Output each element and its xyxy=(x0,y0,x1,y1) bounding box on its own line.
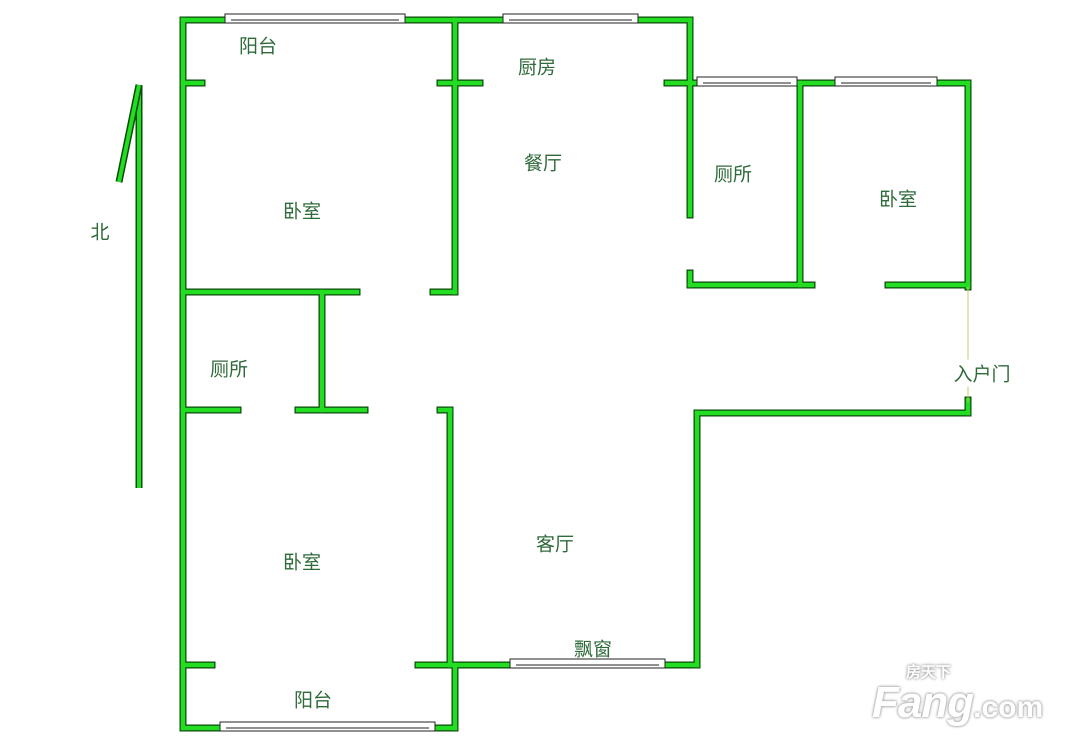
room-label-dining-room: 餐厅 xyxy=(523,152,563,175)
windows xyxy=(219,13,938,732)
window xyxy=(834,76,938,87)
north-arrow-icon xyxy=(115,84,143,488)
window xyxy=(219,721,436,732)
window xyxy=(224,13,406,24)
watermark-chinese: 房天下 xyxy=(906,664,952,681)
window xyxy=(509,658,666,669)
watermark-suffix: .com xyxy=(973,691,1044,724)
room-label-bathroom-east: 厕所 xyxy=(713,163,753,186)
room-label-living-room: 客厅 xyxy=(535,533,575,556)
room-label-bedroom-southwest: 卧室 xyxy=(282,551,322,574)
room-label-balcony-north: 阳台 xyxy=(238,35,278,58)
bay-window-label: 飘窗 xyxy=(573,638,613,661)
room-label-balcony-south: 阳台 xyxy=(293,689,333,712)
room-label-bedroom-east: 卧室 xyxy=(878,188,918,211)
watermark-brand: Fang xyxy=(872,678,974,727)
watermark-wordmark: Fang.com xyxy=(872,681,1043,735)
north-label: 北 xyxy=(90,221,110,244)
room-label-bathroom-west: 厕所 xyxy=(209,358,249,381)
entrance-label: 入户门 xyxy=(953,359,1011,387)
room-label-kitchen: 厨房 xyxy=(517,56,557,79)
window xyxy=(502,13,639,24)
room-label-bedroom-northwest: 卧室 xyxy=(282,200,322,223)
fang-watermark-logo: 房天下 Fang.com xyxy=(872,664,1043,735)
window xyxy=(696,76,798,87)
walls xyxy=(179,16,972,732)
